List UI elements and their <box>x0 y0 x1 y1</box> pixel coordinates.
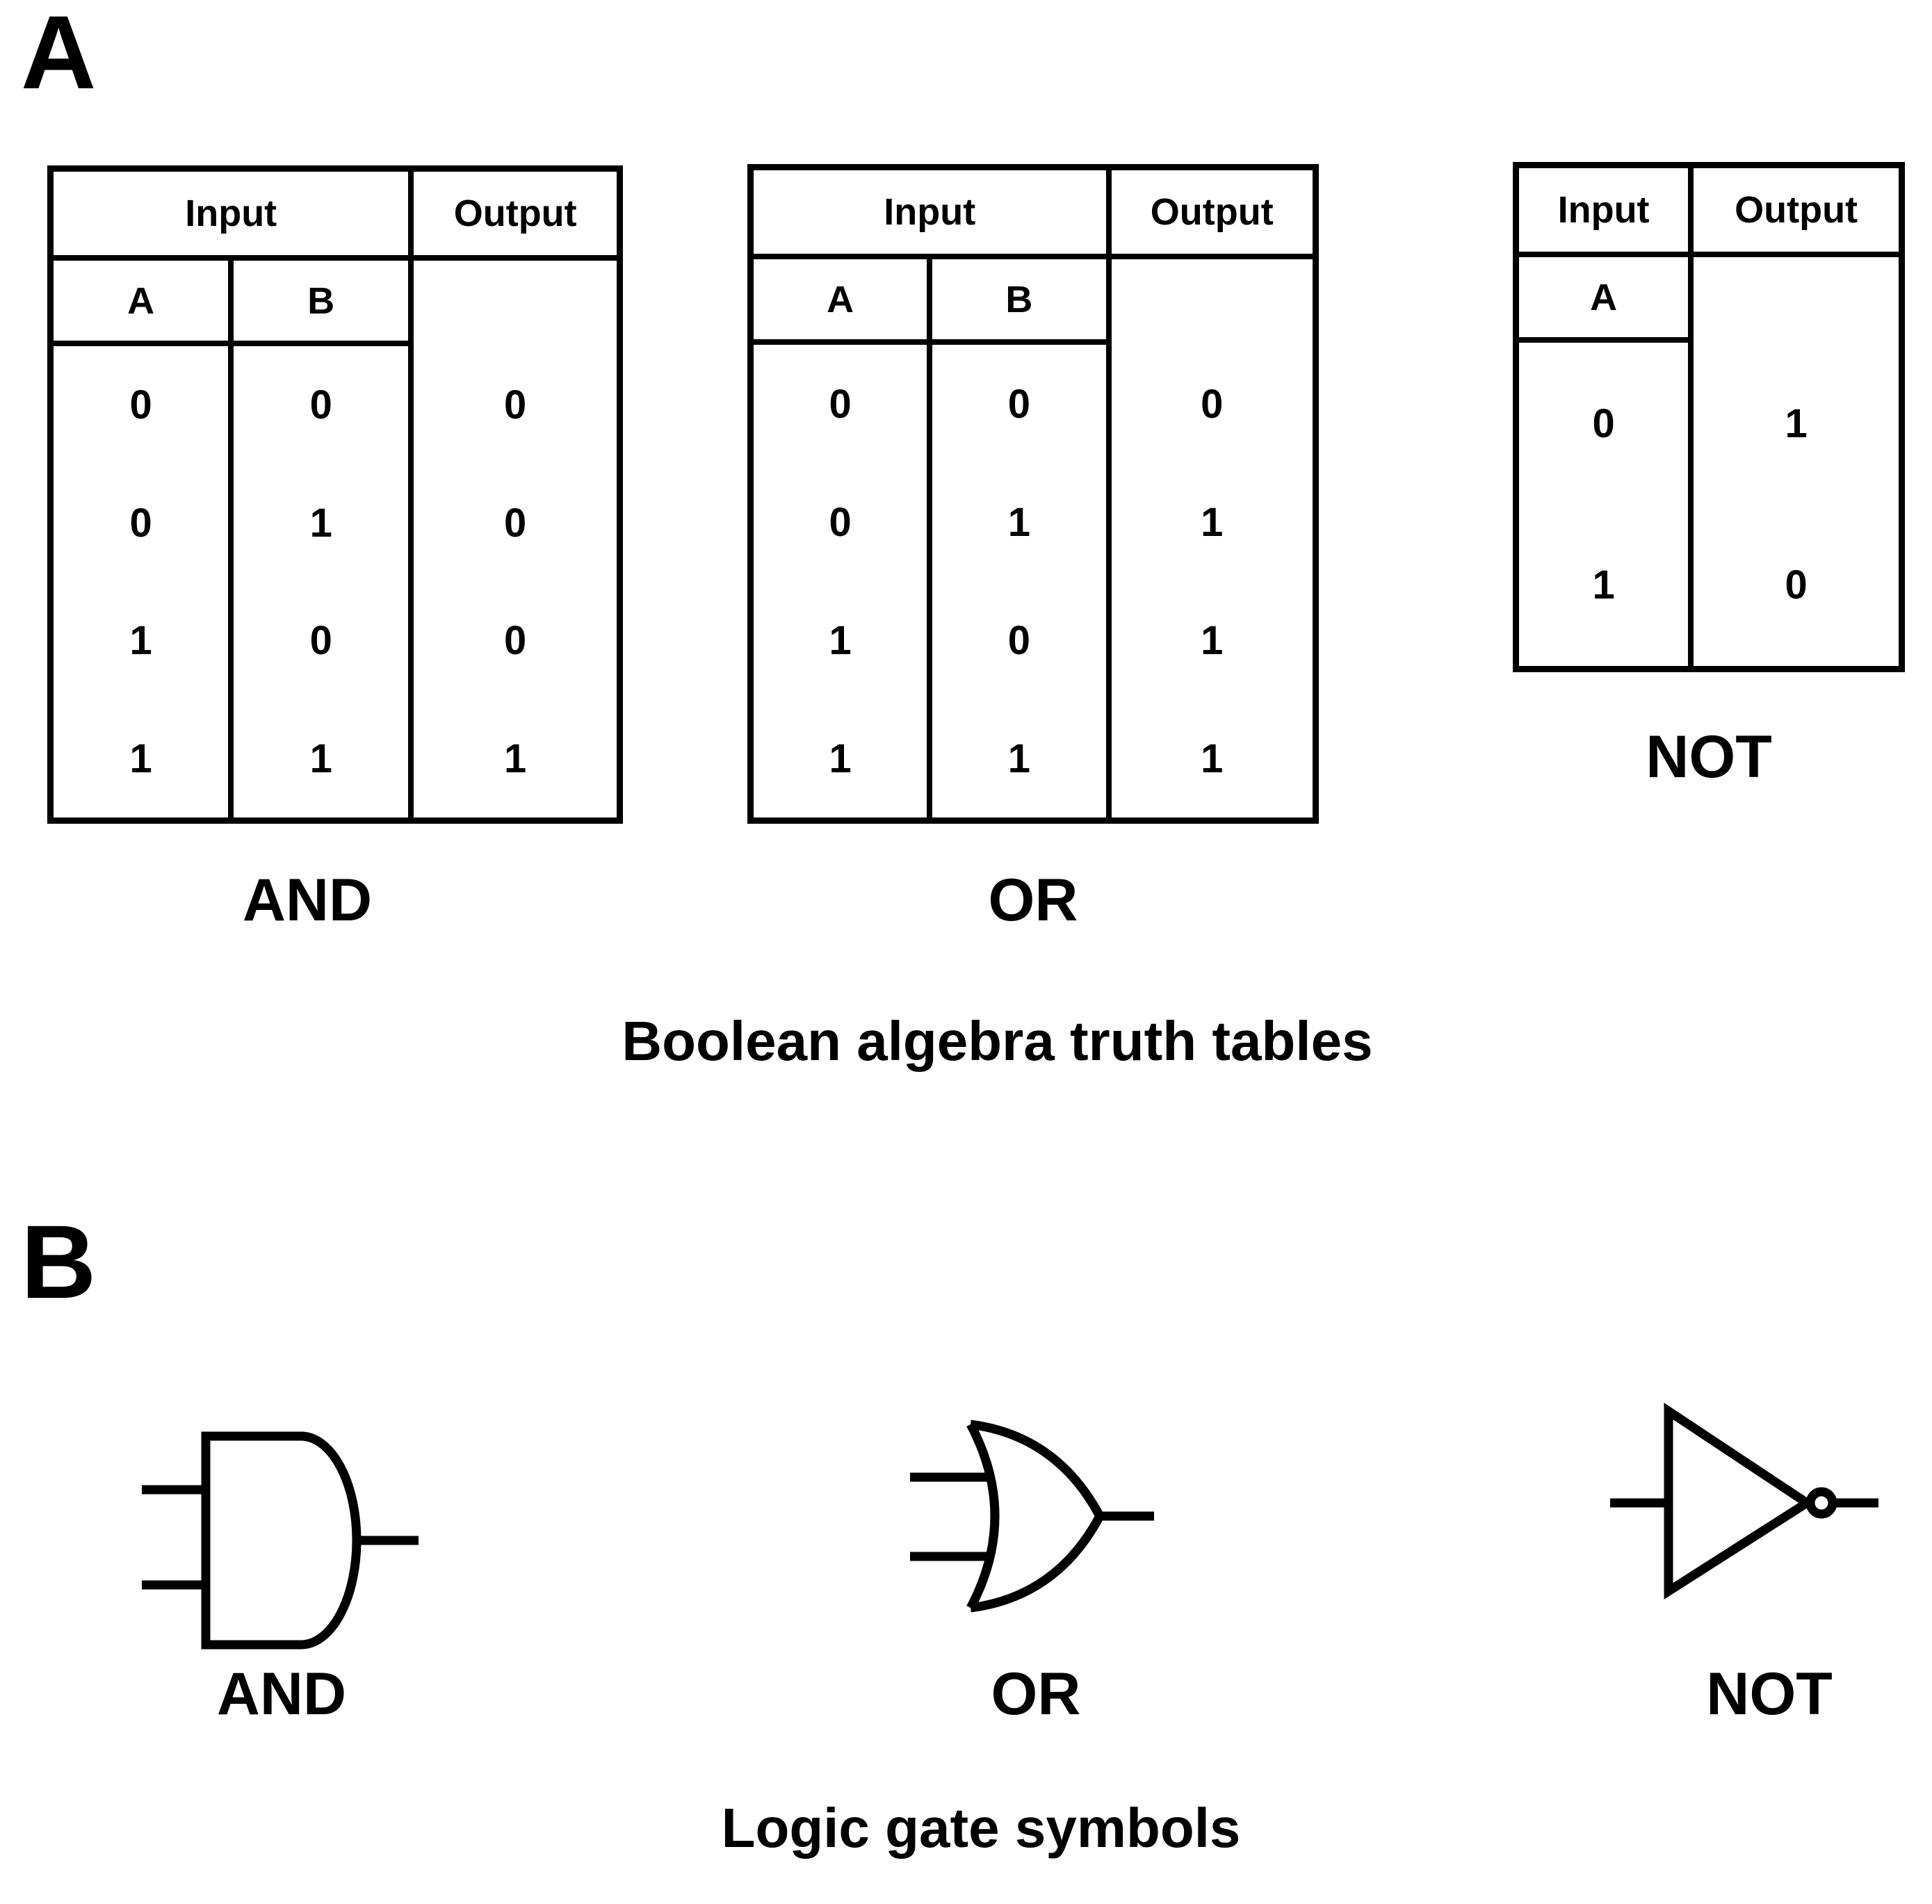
table-cell: 0 <box>1785 562 1808 608</box>
table-cell: 1 <box>1201 735 1224 781</box>
or-output-subheader-blank <box>1112 259 1313 345</box>
table-cell: 0 <box>504 618 527 664</box>
or-input-header: Input <box>754 170 1112 254</box>
table-cell: 1 <box>829 735 852 781</box>
or-subheader-row: A B <box>754 259 1313 345</box>
or-column-a-header: A <box>754 259 933 345</box>
and-table-label: AND <box>242 867 373 934</box>
table-cell: 0 <box>309 618 332 664</box>
truth-tables-caption: Boolean algebra truth tables <box>622 1010 1373 1072</box>
table-cell: 1 <box>1201 617 1224 663</box>
not-gate-label: NOT <box>1706 1661 1833 1727</box>
truth-table-and: Input Output A B 0 0 1 1 0 1 0 1 0 0 <box>47 165 623 824</box>
not-output-subheader-blank <box>1694 257 1899 343</box>
table-cell: 0 <box>1007 617 1031 663</box>
truth-table-or: Input Output A B 0 0 1 1 0 1 0 1 0 1 <box>747 164 1319 824</box>
panel-a-label: A <box>21 0 97 111</box>
or-gate-label: OR <box>991 1661 1081 1727</box>
table-cell: 0 <box>829 499 852 545</box>
and-column-b-values: 0 1 0 1 <box>234 346 414 817</box>
not-output-header: Output <box>1735 189 1858 231</box>
table-cell: 1 <box>1007 499 1031 545</box>
table-cell: 1 <box>1785 400 1808 446</box>
table-cell: 1 <box>309 500 332 546</box>
logic-gates-caption: Logic gate symbols <box>721 1797 1241 1859</box>
table-cell: 0 <box>129 382 152 428</box>
or-gate-body <box>966 1419 1104 1613</box>
and-subheader-row: A B <box>54 261 617 346</box>
table-cell: 1 <box>1592 562 1615 608</box>
and-table-body: 0 0 1 1 0 1 0 1 0 0 0 1 <box>54 346 617 817</box>
and-output-subheader-blank <box>414 261 617 346</box>
panel-b-label: B <box>21 1203 97 1320</box>
not-column-a-values: 0 1 <box>1519 343 1694 666</box>
and-column-a-header: A <box>54 261 234 346</box>
table-cell: 1 <box>829 617 852 663</box>
or-output-header: Output <box>1150 191 1274 233</box>
and-gate-body <box>201 1431 362 1650</box>
table-cell: 1 <box>309 735 332 781</box>
truth-table-not: Input Output A 0 1 1 0 <box>1513 162 1905 672</box>
not-gate-inversion-bubble <box>1805 1487 1837 1519</box>
table-cell: 0 <box>1201 381 1224 427</box>
or-column-b-values: 0 1 0 1 <box>932 345 1112 817</box>
or-gate-icon <box>910 1419 1154 1613</box>
table-cell: 1 <box>504 735 527 781</box>
not-column-output-values: 1 0 <box>1694 343 1899 666</box>
table-cell: 0 <box>504 382 527 428</box>
table-cell: 0 <box>1592 400 1615 446</box>
not-column-a-header: A <box>1519 257 1694 343</box>
and-column-b-header: B <box>234 261 414 346</box>
not-table-label: NOT <box>1646 724 1772 790</box>
or-gate-input-wires <box>910 1472 987 1561</box>
or-column-a-values: 0 0 1 1 <box>754 345 933 817</box>
table-cell: 0 <box>1007 381 1031 427</box>
not-input-header: Input <box>1519 168 1694 252</box>
or-table-label: OR <box>988 867 1078 934</box>
not-table-body: 0 1 1 0 <box>1519 343 1899 666</box>
and-column-a-values: 0 0 1 1 <box>54 346 234 817</box>
and-gate-icon <box>142 1431 419 1650</box>
and-gate-input-wires <box>142 1485 206 1590</box>
or-table-header-row: Input Output <box>754 170 1313 259</box>
and-output-header: Output <box>453 193 577 234</box>
and-gate-label: AND <box>216 1661 347 1727</box>
table-cell: 0 <box>504 500 527 546</box>
table-cell: 1 <box>129 618 152 664</box>
and-column-output-values: 0 0 0 1 <box>414 346 617 817</box>
and-table-header-row: Input Output <box>54 172 617 261</box>
not-gate-body <box>1664 1402 1815 1600</box>
table-cell: 1 <box>1007 735 1031 781</box>
or-table-body: 0 0 1 1 0 1 0 1 0 1 1 1 <box>754 345 1313 817</box>
or-column-b-header: B <box>932 259 1112 345</box>
table-cell: 0 <box>129 500 152 546</box>
not-subheader-row: A <box>1519 257 1899 343</box>
and-input-header: Input <box>54 172 414 255</box>
or-column-output-values: 0 1 1 1 <box>1112 345 1313 817</box>
not-gate-icon <box>1610 1402 1878 1600</box>
table-cell: 0 <box>829 381 852 427</box>
not-table-header-row: Input Output <box>1519 168 1899 257</box>
table-cell: 0 <box>309 382 332 428</box>
table-cell: 1 <box>1201 499 1224 545</box>
table-cell: 1 <box>129 735 152 781</box>
